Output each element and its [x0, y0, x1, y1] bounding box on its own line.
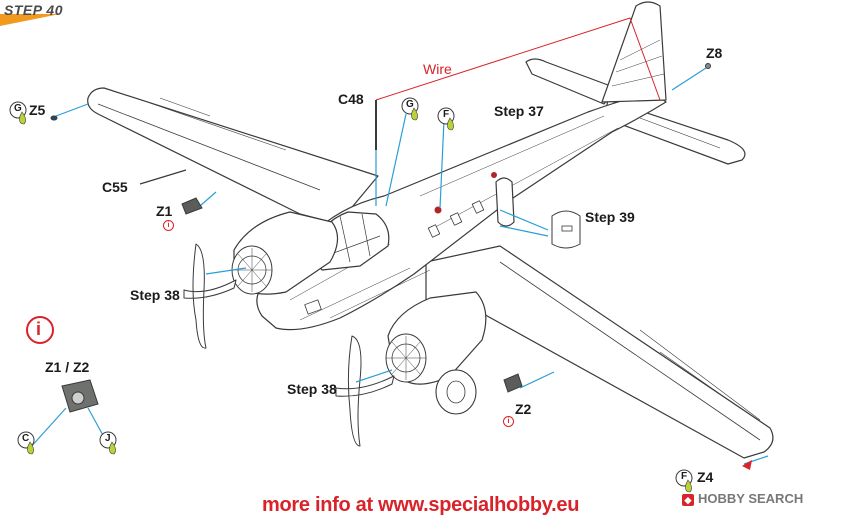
paint-marker-f1 — [437, 107, 455, 131]
aircraft-drawing — [87, 1, 774, 459]
part-z1 — [181, 197, 203, 215]
label-step39: Step 39 — [585, 209, 635, 225]
paint-code-g2: G — [406, 99, 414, 110]
paint-code-f1: F — [443, 109, 450, 120]
part-step39-door — [551, 210, 581, 249]
paint-marker-f2 — [675, 469, 693, 493]
paint-code-j: J — [105, 433, 111, 444]
info-icon-large-glyph: i — [36, 319, 42, 339]
label-step38-left: Step 38 — [130, 287, 180, 303]
left-stabilizer — [525, 58, 617, 105]
paint-code-c: C — [22, 433, 30, 444]
paint-marker-j — [99, 431, 117, 455]
info-icon-z1: i — [163, 220, 174, 231]
part-z5 — [50, 115, 58, 121]
port-propeller — [183, 243, 237, 349]
footer-url: more info at www.specialhobby.eu — [262, 494, 580, 516]
paint-marker-g2 — [401, 97, 419, 121]
info-icon-large — [26, 316, 54, 344]
step-badge: STEP 40 — [0, 0, 92, 26]
label-step37: Step 37 — [494, 103, 544, 119]
parts — [50, 63, 752, 470]
wire-line — [375, 17, 661, 101]
paint-spot — [434, 206, 442, 214]
paint-marker-c — [17, 431, 35, 455]
main-wheel — [435, 369, 477, 415]
label-step38-bottom: Step 38 — [287, 381, 337, 397]
part-c55 — [139, 169, 187, 185]
label-z2: Z2 — [515, 401, 532, 417]
label-z4: Z4 — [697, 469, 714, 485]
label-c48: C48 — [338, 91, 364, 107]
part-z8 — [705, 63, 711, 69]
watermark: ◆ HOBBY SEARCH — [682, 491, 803, 506]
label-c55: C55 — [102, 179, 128, 195]
step-title: STEP 40 — [4, 2, 64, 18]
part-z4 — [742, 460, 752, 470]
paint-code-f2: F — [681, 471, 688, 482]
label-z8: Z8 — [706, 45, 723, 61]
label-z1: Z1 — [156, 203, 173, 219]
paint-marker-g1 — [9, 101, 27, 125]
hobbysearch-logo-icon: ◆ — [682, 493, 694, 506]
starboard-wing — [425, 245, 774, 459]
starboard-propeller — [335, 335, 395, 447]
vertical-tail — [601, 1, 667, 103]
info-icon-z2: i — [503, 416, 514, 427]
label-z1-z2: Z1 / Z2 — [45, 359, 90, 375]
paint-markers — [9, 97, 693, 493]
label-wire: Wire — [423, 61, 452, 77]
cabin-door — [495, 177, 515, 227]
label-z5: Z5 — [29, 102, 46, 118]
watermark-text: HOBBY SEARCH — [698, 491, 804, 506]
paint-code-g1: G — [14, 103, 22, 114]
paint-spot — [491, 172, 497, 178]
part-z2 — [503, 373, 523, 393]
